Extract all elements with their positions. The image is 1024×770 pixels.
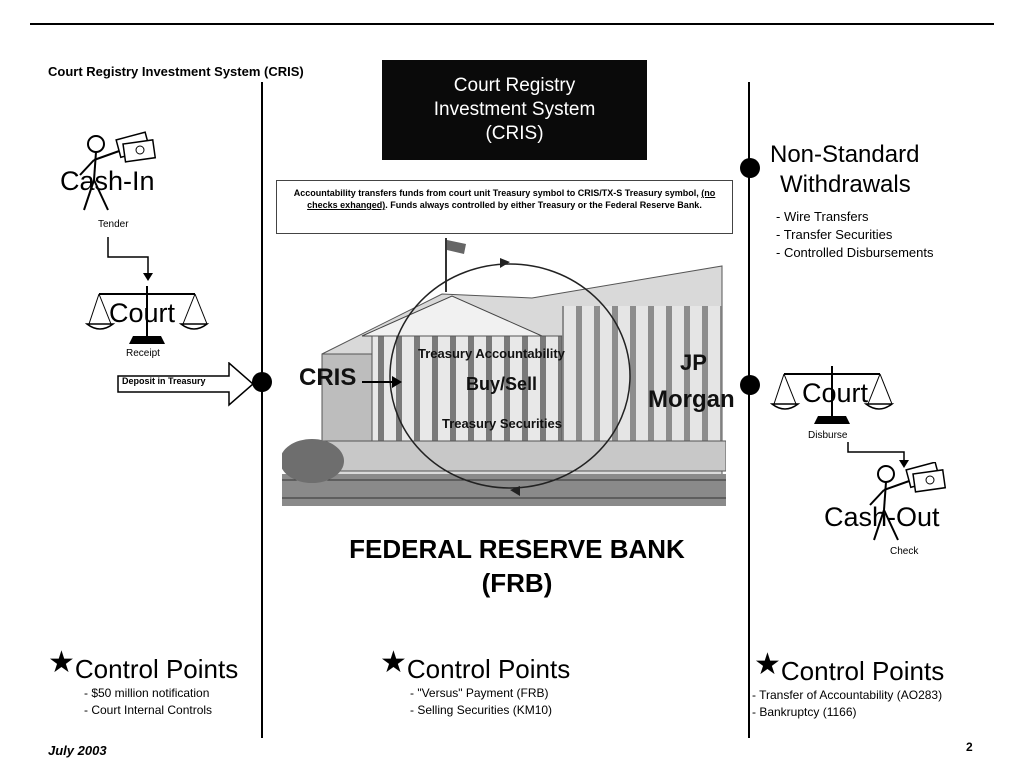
cris-label: CRIS <box>299 364 357 391</box>
treasury-securities-label: Treasury Securities <box>442 416 562 431</box>
right-top-connector-dot <box>740 158 760 178</box>
withdrawal-item: - Transfer Securities <box>776 227 893 242</box>
control-points-left: ★ Control Points - $50 million notificat… <box>48 648 238 719</box>
control-points-right: ★ Control Points - Transfer of Accountab… <box>752 650 944 721</box>
cash-in-label: Cash-In <box>60 166 155 196</box>
control-point-item: - "Versus" Payment (FRB) <box>410 686 549 700</box>
check-label: Check <box>890 546 919 557</box>
cash-out-label: Cash-Out <box>824 502 940 532</box>
morgan-label: Morgan <box>648 386 735 413</box>
title-line-1: Court Registry <box>453 75 576 96</box>
info-text-end: . Funds always controlled by either Trea… <box>385 200 702 210</box>
control-point-item: - Bankruptcy (1166) <box>752 705 857 719</box>
withdrawal-list: - Wire Transfers - Transfer Securities -… <box>776 208 934 262</box>
person-with-money-icon <box>869 462 947 541</box>
disburse-label: Disburse <box>808 430 848 441</box>
frb-line-1: FEDERAL RESERVE BANK <box>349 534 685 564</box>
court-label-right: Court <box>802 378 869 408</box>
tender-label: Tender <box>98 219 129 230</box>
frb-title: FEDERAL RESERVE BANK (FRB) <box>330 532 704 600</box>
top-rule <box>30 23 994 25</box>
withdrawal-item: - Controlled Disbursements <box>776 245 934 260</box>
withdrawal-item: - Wire Transfers <box>776 209 869 224</box>
control-points-title: Control Points <box>74 654 239 684</box>
scale-icon <box>85 286 210 344</box>
control-points-title: Control Points <box>406 654 571 684</box>
info-text-start: Accountability transfers funds from cour… <box>293 188 702 198</box>
title-line-2: Investment System <box>433 99 596 120</box>
non-standard-title: Non-Standard Withdrawals <box>770 140 919 200</box>
cris-to-buysell-arrow <box>362 376 402 388</box>
treasury-accountability-label: Treasury Accountability <box>418 346 565 361</box>
treasury-building-illustration <box>282 238 726 506</box>
non-standard-line-2: Withdrawals <box>780 171 911 198</box>
left-connector-dot <box>252 372 272 392</box>
right-divider <box>748 82 750 738</box>
deposit-label: Deposit in Treasury <box>122 376 206 386</box>
right-mid-connector-dot <box>740 375 760 395</box>
control-point-item: - Selling Securities (KM10) <box>410 703 553 717</box>
deposit-arrow <box>117 362 255 407</box>
frb-line-2: (FRB) <box>481 568 553 598</box>
control-point-item: - Transfer of Accountability (AO283) <box>752 688 943 702</box>
title-line-3: (CRIS) <box>485 123 544 144</box>
info-text-underlined: (no checks exhanged) <box>307 188 716 210</box>
person-with-money-icon <box>79 131 157 211</box>
info-box: Accountability transfers funds from cour… <box>276 180 733 234</box>
non-standard-line-1: Non-Standard <box>770 141 920 168</box>
jp-label: JP <box>680 350 707 375</box>
tender-to-court-arrow <box>107 237 153 281</box>
star-icon: ★ <box>48 646 75 679</box>
star-icon: ★ <box>380 646 407 679</box>
footer-date: July 2003 <box>48 743 107 758</box>
title-box: Court Registry Investment System (CRIS) <box>382 60 647 160</box>
control-points-title: Control Points <box>780 656 945 686</box>
header-label: Court Registry Investment System (CRIS) <box>48 64 304 79</box>
left-divider <box>261 82 263 738</box>
buy-sell-label: Buy/Sell <box>466 374 538 394</box>
control-point-item: - $50 million notification <box>84 686 210 700</box>
control-point-item: - Court Internal Controls <box>84 703 213 717</box>
star-icon: ★ <box>754 648 781 681</box>
scale-icon <box>770 366 895 424</box>
disburse-to-cashout-arrow <box>847 442 909 468</box>
control-points-center: ★ Control Points - "Versus" Payment (FRB… <box>380 648 570 719</box>
court-label-left: Court <box>109 298 176 328</box>
receipt-label: Receipt <box>126 348 160 359</box>
page-number: 2 <box>966 740 973 754</box>
